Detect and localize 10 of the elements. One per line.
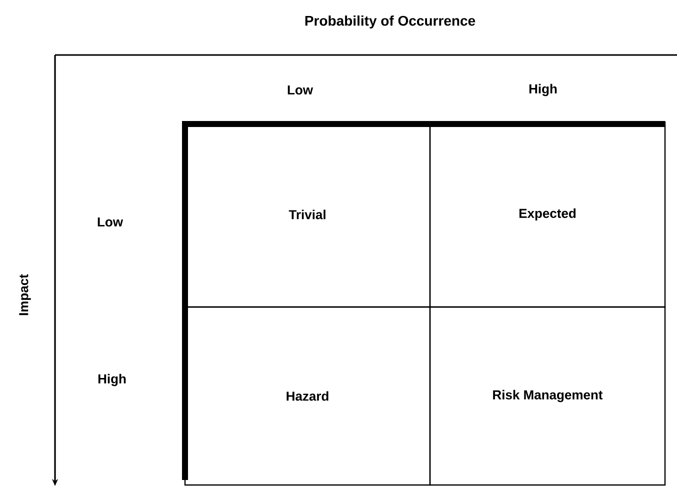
matrix-cell: Expected	[429, 121, 666, 308]
column-header: High	[529, 84, 557, 96]
row-header: High	[98, 374, 126, 386]
row-header: Low	[98, 217, 124, 227]
column-header: Low	[288, 85, 314, 95]
matrix-cell: Trivial	[184, 121, 431, 308]
axis-title: Impact	[19, 274, 31, 316]
chart-title: Probability of Occurrence	[305, 15, 476, 29]
matrix-cell: Hazard	[184, 306, 431, 486]
matrix-cell: Risk Management	[429, 306, 666, 486]
